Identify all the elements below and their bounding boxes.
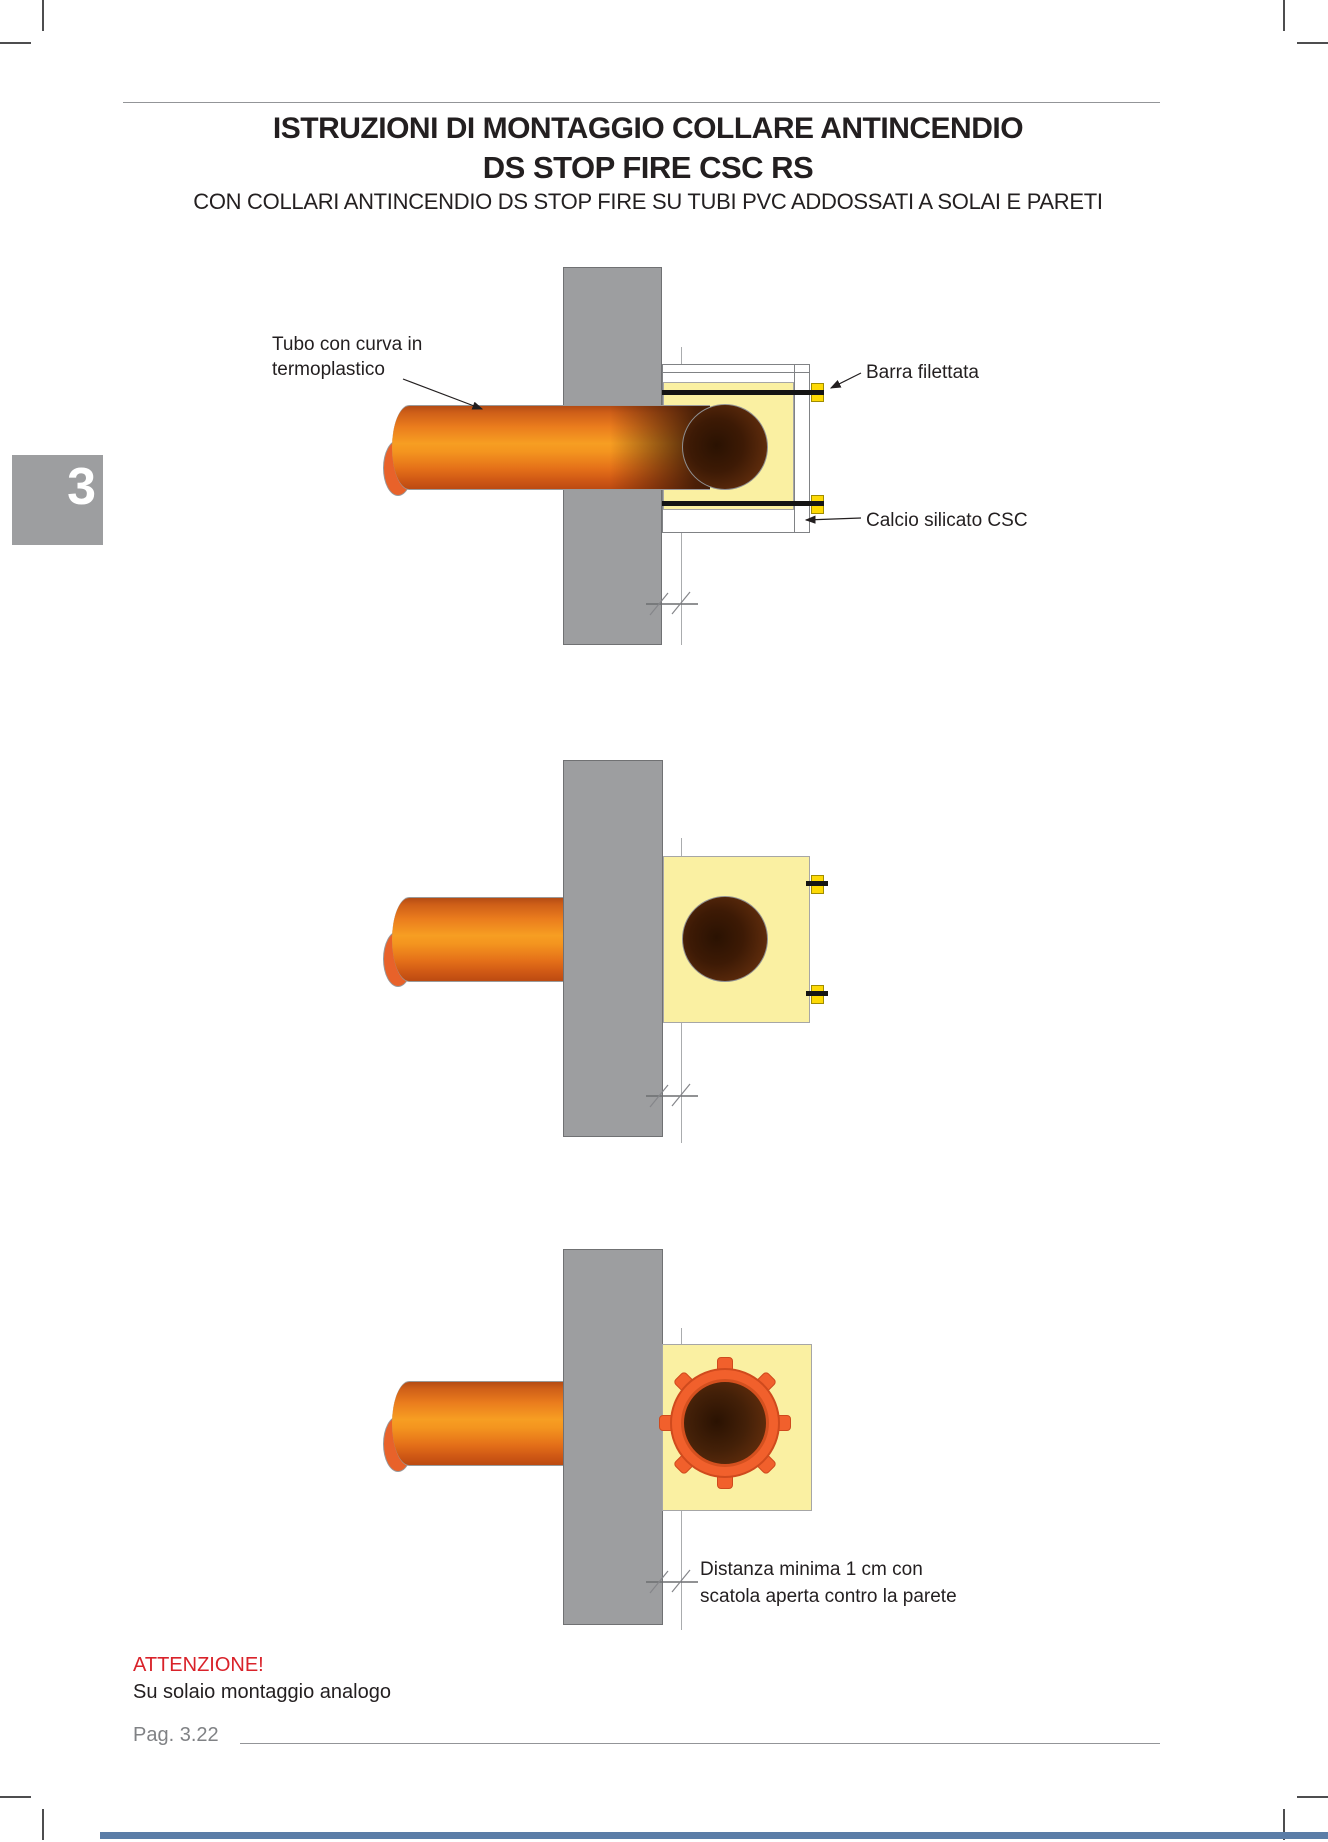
distance-label: Distanza minima 1 cm con scatola aperta …	[700, 1556, 957, 1610]
crop-mark-top-left-vertical	[42, 0, 44, 31]
threaded-bar-top	[662, 390, 824, 395]
title-block: ISTRUZIONI DI MONTAGGIO COLLARE ANTINCEN…	[123, 110, 1173, 216]
threaded-bar-bottom	[662, 501, 824, 506]
calcium-silicate-label: Calcio silicato CSC	[866, 510, 1028, 531]
pipe-label: Tubo con curva in termoplastico	[272, 332, 422, 382]
warning-body: Su solaio montaggio analogo	[133, 1681, 391, 1703]
crop-mark-top-right-vertical	[1283, 0, 1285, 31]
chapter-tab: 3	[12, 455, 103, 545]
distance-label-line1: Distanza minima 1 cm con	[700, 1559, 923, 1580]
page-title-line1: ISTRUZIONI DI MONTAGGIO COLLARE ANTINCEN…	[272, 112, 1024, 145]
threaded-bar-label: Barra filettata	[866, 362, 979, 383]
crop-mark-bottom-left-horizontal	[0, 1796, 31, 1798]
pipe-opening	[681, 1379, 769, 1467]
fire-collar	[659, 1357, 791, 1489]
frame-inner-right-line	[794, 364, 795, 533]
pipe-label-line1: Tubo con curva in	[272, 334, 423, 355]
pipe-label-line2: termoplastico	[272, 359, 385, 380]
page-number: Pag. 3.22	[133, 1724, 219, 1746]
page-subtitle: CON COLLARI ANTINCENDIO DS STOP FIRE SU …	[193, 189, 1103, 214]
bottom-bolt-bar	[806, 991, 828, 996]
header-rule	[123, 102, 1160, 103]
crop-mark-top-left-horizontal	[0, 42, 31, 44]
frame-inner-top-line	[662, 372, 810, 373]
pipe-opening	[682, 404, 768, 490]
chapter-number: 3	[67, 458, 96, 516]
wall	[563, 1249, 663, 1625]
distance-label-line2: scatola aperta contro la parete	[700, 1586, 957, 1607]
crop-mark-bottom-left-vertical	[42, 1809, 44, 1840]
crop-mark-top-right-horizontal	[1297, 42, 1328, 44]
footer-rule	[240, 1743, 1160, 1744]
footer-color-bar	[100, 1832, 1328, 1839]
warning-title: ATTENZIONE!	[133, 1654, 264, 1676]
page-title-line2: DS STOP FIRE CSC RS	[482, 150, 814, 185]
top-bolt-bar	[806, 881, 828, 886]
crop-mark-bottom-right-vertical	[1283, 1809, 1285, 1840]
pipe-opening	[682, 896, 768, 982]
crop-mark-bottom-right-horizontal	[1297, 1796, 1328, 1798]
wall	[563, 760, 663, 1137]
pvc-pipe	[392, 897, 563, 982]
pvc-pipe	[392, 1381, 563, 1466]
